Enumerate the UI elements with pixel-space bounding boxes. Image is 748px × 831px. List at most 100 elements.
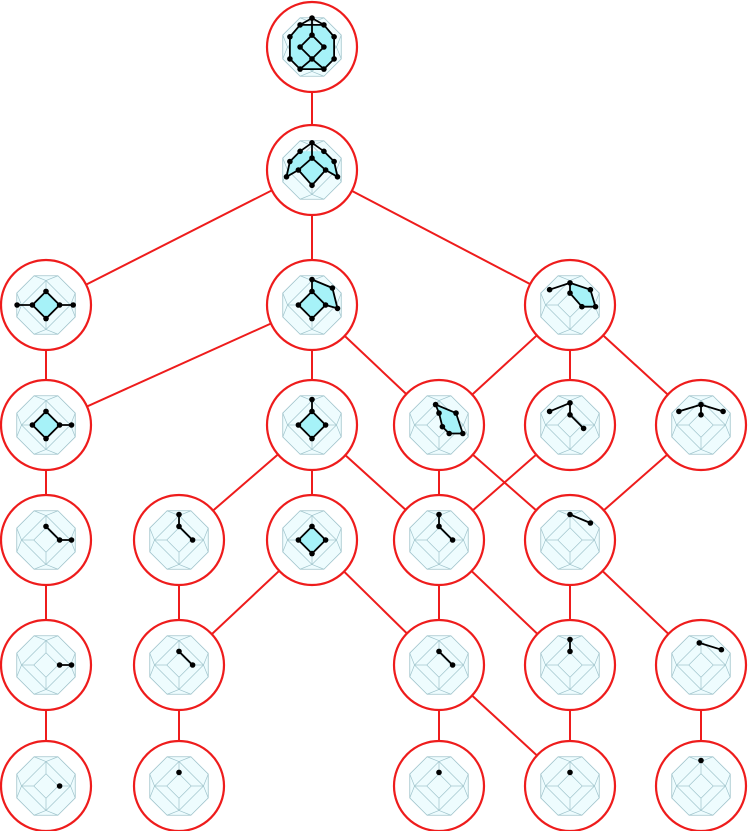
ghost-edge	[463, 527, 469, 541]
ghost-edge	[21, 640, 47, 666]
ghost-edge	[594, 539, 600, 553]
lattice-node-n6[interactable]	[265, 378, 359, 472]
ghost-edge	[16, 785, 22, 799]
lattice-node-n4[interactable]	[523, 258, 617, 352]
ghost-edge	[45, 280, 71, 306]
ghost-edge	[178, 689, 192, 695]
graph-vertex	[718, 646, 725, 653]
lattice-node-n16[interactable]	[132, 618, 226, 712]
ghost-edge	[166, 652, 180, 666]
ghost-edge	[336, 412, 342, 426]
lattice-node-n23[interactable]	[523, 739, 617, 831]
graph-edge	[31, 424, 47, 440]
graph-vertex	[43, 523, 49, 530]
lattice-node-n11[interactable]	[132, 493, 226, 587]
ghost-edge	[45, 761, 71, 787]
ghost-edge	[311, 449, 325, 455]
graph-vertex	[436, 769, 442, 776]
lattice-node-n22[interactable]	[392, 739, 486, 831]
graph-vertex	[295, 302, 302, 308]
ghost-edge	[438, 640, 464, 666]
ghost-edge	[540, 539, 546, 553]
ghost-edge	[438, 539, 464, 565]
graph-vertex	[698, 412, 704, 418]
ghost-edge	[16, 424, 22, 438]
ghost-edge	[700, 449, 714, 455]
ghost-edge	[414, 515, 440, 541]
ghost-edge	[33, 329, 47, 335]
lattice-node-n0[interactable]	[265, 0, 359, 94]
ghost-edge	[569, 564, 583, 570]
ghost-edge	[569, 424, 583, 438]
ghost-edge	[700, 664, 726, 690]
ghost-edge	[45, 515, 71, 541]
ghost-edge	[569, 773, 583, 787]
lattice-node-n5[interactable]	[0, 378, 93, 472]
ghost-edge	[557, 329, 571, 335]
graph-vertex	[321, 22, 327, 28]
graph-vertex	[567, 280, 573, 286]
graph-vertex	[446, 430, 453, 437]
ghost-edge	[21, 280, 47, 306]
graph-edge	[311, 424, 327, 440]
ghost-edge	[438, 785, 464, 811]
ghost-edge	[203, 652, 209, 666]
ghost-edge	[426, 689, 440, 695]
lattice-node-n8[interactable]	[523, 378, 617, 472]
lattice-node-n21[interactable]	[132, 739, 226, 831]
graph-vertex	[567, 648, 573, 655]
ghost-edge	[178, 810, 192, 816]
graph-vertex	[579, 303, 585, 310]
ghost-edge	[426, 527, 440, 541]
graph-vertex	[29, 302, 36, 308]
ghost-edge	[45, 664, 59, 678]
graph-edge	[178, 525, 194, 541]
ghost-edge	[545, 539, 571, 565]
lattice-node-n13[interactable]	[392, 493, 486, 587]
ghost-edge	[45, 275, 59, 281]
lattice-node-n19[interactable]	[654, 618, 748, 712]
lattice-node-n2[interactable]	[0, 258, 93, 352]
ghost-edge	[45, 640, 71, 666]
lattice-node-n14[interactable]	[523, 493, 617, 587]
graph-vertex	[321, 148, 327, 155]
ghost-edge	[154, 664, 180, 690]
lattice-node-n12[interactable]	[265, 493, 359, 587]
graph-vertex	[331, 56, 337, 62]
ghost-edge	[725, 785, 731, 799]
ghost-edge	[671, 664, 677, 678]
graph-vertex	[56, 783, 63, 789]
ghost-edge	[178, 635, 192, 641]
ghost-edge	[463, 424, 469, 438]
lattice-node-n24[interactable]	[654, 739, 748, 831]
ghost-edge	[438, 810, 452, 816]
ghost-edge	[178, 773, 192, 787]
graph-vertex	[439, 423, 446, 430]
ghost-edge	[409, 652, 415, 666]
ghost-edge	[21, 664, 47, 690]
lattice-node-n15[interactable]	[0, 618, 93, 712]
ghost-edge	[414, 664, 440, 690]
ghost-edge	[16, 539, 22, 553]
lattice-node-n9[interactable]	[654, 378, 748, 472]
lattice-node-n17[interactable]	[392, 618, 486, 712]
lattice-node-n3[interactable]	[265, 258, 359, 352]
graph-vertex	[321, 66, 327, 72]
lattice-node-n1[interactable]	[265, 123, 359, 217]
ghost-edge	[676, 424, 702, 450]
ghost-edge	[45, 810, 59, 816]
ghost-edge	[336, 34, 342, 48]
ghost-edge	[282, 292, 288, 306]
graph-vertex	[546, 408, 553, 415]
graph-vertex	[309, 155, 315, 161]
lattice-node-n18[interactable]	[523, 618, 617, 712]
ghost-edge	[45, 395, 59, 401]
ghost-edge	[311, 510, 325, 516]
ghost-edge	[203, 785, 209, 799]
lattice-node-n20[interactable]	[0, 739, 93, 831]
lattice-node-n7[interactable]	[392, 378, 486, 472]
graph-vertex	[567, 636, 573, 643]
ghost-edge	[16, 304, 22, 318]
lattice-node-n10[interactable]	[0, 493, 93, 587]
ghost-edge	[426, 635, 440, 641]
